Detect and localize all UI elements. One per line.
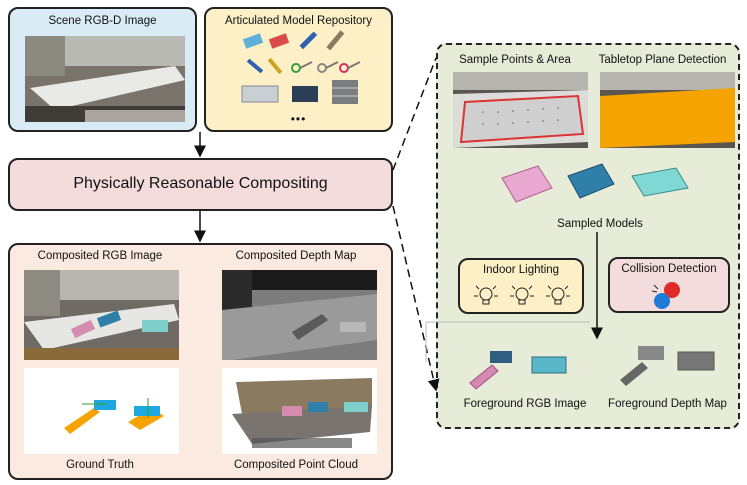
knife-model: [299, 31, 318, 50]
storage-box-model: [292, 86, 318, 102]
foreground-rgb-image: [462, 345, 582, 391]
composited-rgb-image: [24, 270, 179, 360]
light-bulb-icon: [546, 285, 570, 305]
scene-rgbd-image: [25, 36, 185, 122]
pencil-case-model: [268, 33, 290, 49]
scissors-model: [339, 61, 361, 73]
knife-model: [326, 30, 345, 51]
sample-points-label: Sample Points & Area: [459, 54, 571, 66]
foreground-depth-image: [612, 342, 732, 392]
colliding-balls-icon: [648, 279, 688, 311]
ground-truth-image: [24, 368, 179, 454]
light-bulbs: [472, 282, 572, 310]
drawer-cabinet-model: [332, 80, 358, 104]
light-bulb-icon: [474, 285, 498, 305]
collision-detection-label: Collision Detection: [621, 263, 717, 275]
repository-ellipsis: •••: [290, 112, 307, 126]
foreground-rgb-label: Foreground RGB Image: [463, 398, 587, 410]
indoor-lighting-label: Indoor Lighting: [482, 264, 560, 276]
foreground-depth-label: Foreground Depth Map: [608, 398, 727, 410]
pencil-case-model: [242, 33, 264, 49]
sampled-models-label: Sampled Models: [557, 218, 643, 230]
blue-pencil-case-model: [567, 163, 615, 199]
scissors-model: [291, 61, 313, 73]
composited-rgb-label: Composited RGB Image: [37, 250, 163, 262]
model-repository-title: Articulated Model Repository: [224, 15, 372, 27]
ground-truth-label: Ground Truth: [66, 459, 134, 471]
zoom-line-top: [392, 57, 437, 171]
zoom-line-bottom: [392, 205, 440, 392]
screwdriver-model: [246, 58, 264, 74]
model-thumbnails: [240, 30, 370, 118]
composited-depth-label: Composited Depth Map: [235, 250, 357, 262]
composited-pointcloud-image: [222, 368, 377, 454]
compositing-box: [8, 158, 393, 211]
composited-depth-image: [222, 270, 377, 360]
sample-points-image: [453, 72, 588, 148]
scene-rgbd-title: Scene RGB-D Image: [48, 15, 157, 27]
indoor-lighting-box: [458, 258, 584, 314]
scissors-model: [317, 61, 339, 73]
model-repository-panel: [204, 7, 393, 132]
sampled-models-thumbnails: [498, 158, 698, 213]
compositing-title: Physically Reasonable Compositing: [73, 175, 328, 192]
plane-detection-image: [600, 72, 735, 148]
composited-pointcloud-label: Composited Point Cloud: [233, 459, 358, 471]
screwdriver-model: [267, 57, 283, 75]
teal-pencil-case-model: [631, 167, 689, 197]
light-bulb-icon: [510, 285, 534, 305]
pink-pencil-case-model: [501, 165, 553, 203]
plane-detection-label: Tabletop Plane Detection: [598, 54, 727, 66]
storage-box-model: [241, 85, 279, 103]
